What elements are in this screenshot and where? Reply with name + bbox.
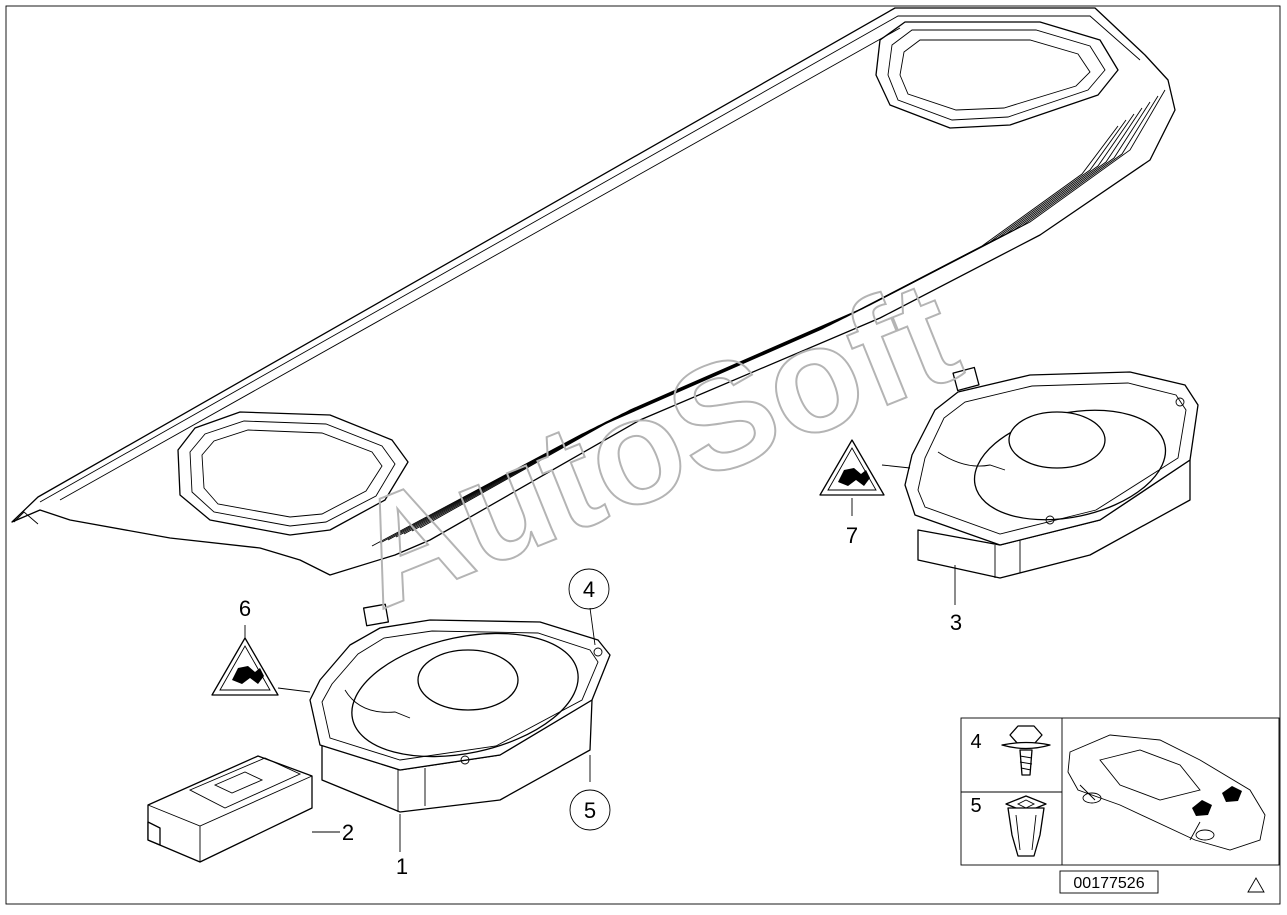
leader-lines [244,464,956,852]
callout-5: 5 [584,798,596,823]
inset-label-4: 4 [970,731,981,753]
callout-5-circle [569,789,611,831]
callout-3: 3 [950,610,962,635]
rear-parcel-shelf [11,7,1176,576]
callout-1: 1 [396,854,408,879]
inset-legend: 4 5 [960,717,1280,866]
callout-6: 6 [239,596,251,621]
diagram-number-box [1059,870,1159,894]
warning-label-6 [211,637,279,696]
callout-4: 4 [583,577,595,602]
rear-speaker-left [309,603,611,813]
callout-7: 7 [846,523,858,548]
inset-label-5: 5 [970,795,981,817]
callout-2: 2 [342,820,354,845]
warning-label-7 [819,439,885,496]
rear-speaker-right [904,366,1199,579]
audio-module [147,755,313,863]
bolt-icon [1001,725,1051,776]
clip-nut-icon [1005,795,1047,857]
diagram-border [5,5,1281,905]
diagram-number: 00177526 [1073,875,1144,892]
callout-4-circle [568,568,610,610]
car-location-icon [1067,734,1266,851]
corner-triangle-icon [1247,877,1265,893]
watermark: AutoSoft [329,247,979,640]
